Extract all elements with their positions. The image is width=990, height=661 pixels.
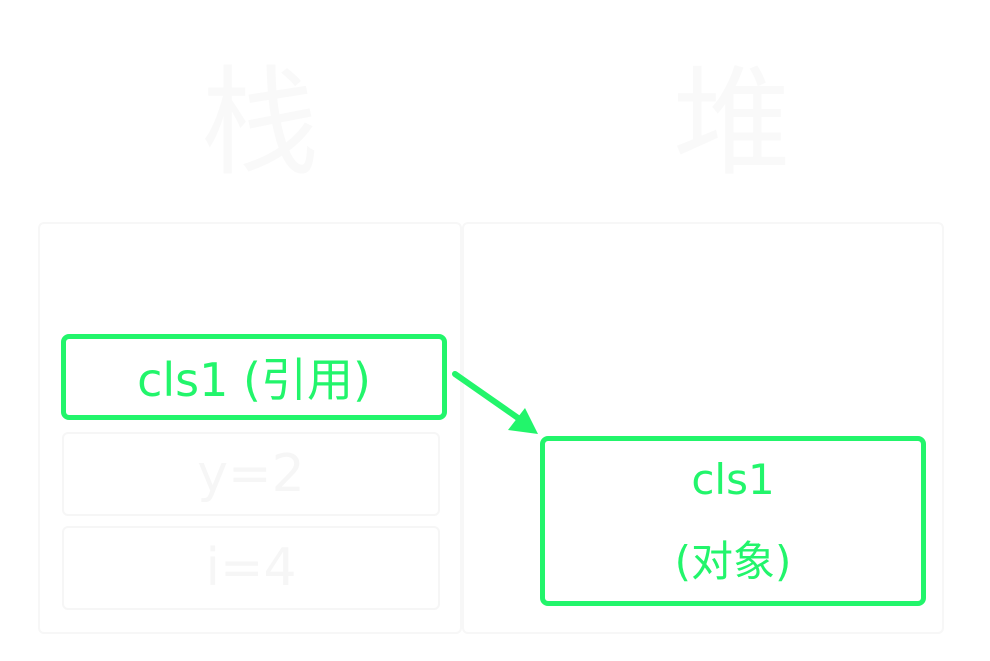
stack-item-i-label: i=4 [205,538,297,598]
heap-object-cls1: cls1 (对象) [540,436,926,606]
stack-item-i: i=4 [62,526,440,610]
stack-item-y-label: y=2 [197,444,305,504]
heap-title: 堆 [672,54,791,192]
stack-container [38,222,462,634]
stack-reference-cls1: cls1 (引用) [61,334,447,420]
object-type: (对象) [674,537,792,586]
object-name: cls1 [691,455,775,504]
stack-title: 栈 [200,54,319,192]
heap-container [462,222,944,634]
reference-label: cls1 (引用) [137,353,371,407]
stack-item-y: y=2 [62,432,440,516]
